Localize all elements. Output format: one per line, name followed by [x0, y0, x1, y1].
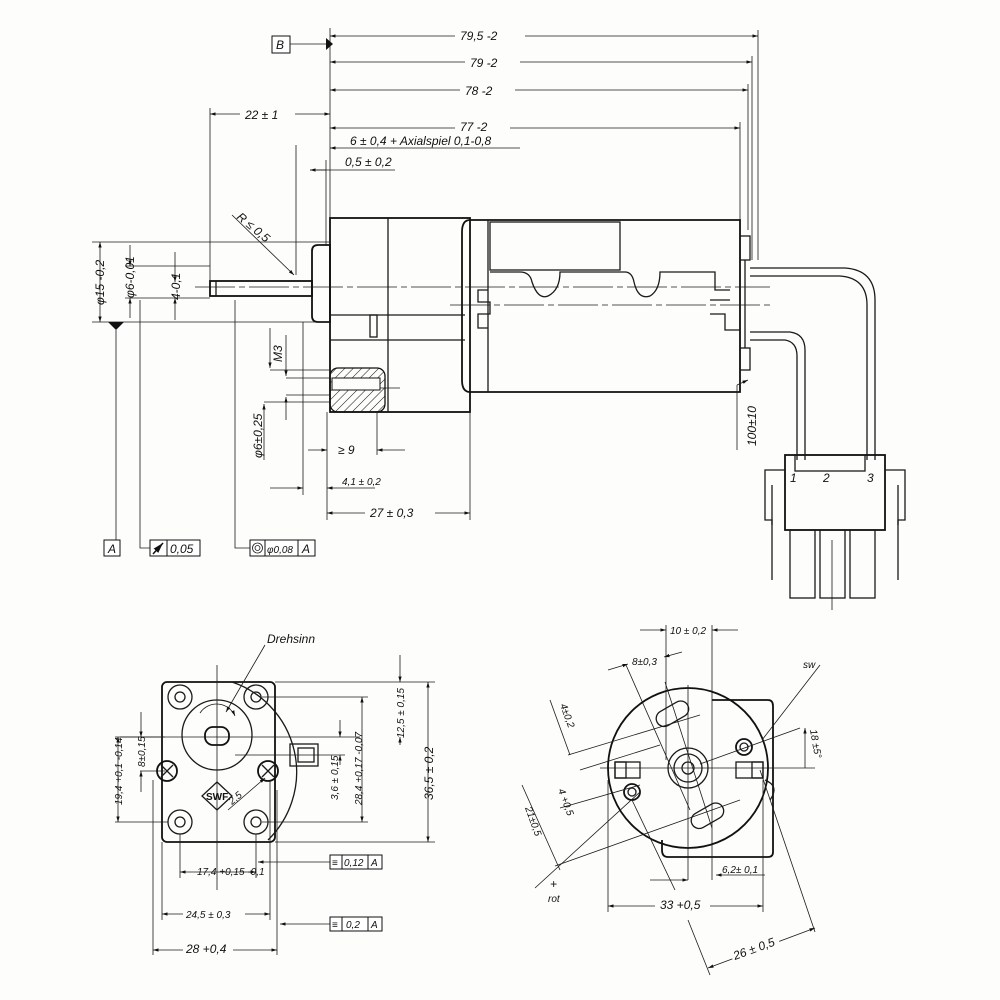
dim-12-5: 12,5 ± 0,15 [396, 688, 407, 738]
symmetry-frame-1: ≡ 0,12 A [329, 854, 383, 870]
pin-1-label: 1 [790, 471, 797, 485]
datum-a-box [103, 539, 121, 557]
svg-text:SWF: SWF [206, 792, 228, 803]
mount-holes [156, 684, 279, 835]
dim-3-6: 3,6 ± 0,15 [330, 755, 341, 800]
pin-2-label: 2 [822, 471, 830, 485]
dim-4-05: 4 +0,5 [555, 787, 575, 818]
shaft-dims: φ15 -0,2 φ6-0,01 4-0,1 [92, 241, 330, 549]
thread-dims: M3 φ6±0,25 ≥ 9 4,1 ± 0,2 27 ± 0,3 [251, 322, 471, 520]
dim-4-1: 4,1 ± 0,2 [342, 477, 381, 488]
dia-6: φ6-0,01 [123, 256, 137, 298]
svg-text:0,12: 0,12 [344, 858, 364, 869]
dim-27: 27 ± 0,3 [369, 506, 414, 520]
datum-b-label: B [276, 38, 284, 52]
runout-value: 0,05 [170, 542, 194, 556]
cable [750, 267, 876, 460]
runout-arrow-icon [152, 542, 164, 555]
dim-6-2: 6,2± 0,1 [722, 865, 758, 876]
svg-text:A: A [370, 858, 378, 869]
angle-18: 18 ±5° [807, 729, 823, 759]
dim-28-4: 28,4 +0,17 -0,07 [354, 731, 365, 806]
symmetry-icon: ≡ [332, 920, 338, 931]
dim-28: 28 +0,4 [185, 942, 227, 956]
datum-b-box [271, 35, 291, 54]
plus-label: + [550, 877, 557, 891]
dia-15: φ15 -0,2 [93, 259, 107, 305]
rotation-arrow-icon [199, 703, 236, 717]
brush-slot [655, 700, 690, 728]
dim-10: 10 ± 0,2 [670, 626, 707, 637]
pin-3-label: 3 [867, 471, 874, 485]
dim-8-015: 8±0,15 [137, 736, 148, 767]
dim-0-5: 0,5 ± 0,2 [345, 155, 392, 169]
symmetry-icon: ≡ [332, 858, 338, 869]
dim-79: 79 -2 [470, 56, 498, 70]
concentricity-datum: A [301, 542, 310, 556]
connector: 1 2 3 [764, 454, 906, 610]
side-view: B 79,5 -2 79 -2 78 -2 77 -2 6 ± 0,4 + Ax… [92, 28, 906, 610]
dim-24-5: 24,5 ± 0,3 [185, 910, 231, 921]
dim-36-5: 36,5 ± 0,2 [422, 746, 436, 800]
dia-6-025: φ6±0,25 [251, 413, 265, 458]
dim-8-03: 8±0,3 [632, 657, 657, 668]
concentricity-frame: φ0,08 A [249, 539, 316, 557]
symmetry-frame-2: ≡ 0,2 A [329, 916, 383, 932]
dim-33: 33 +0,5 [660, 898, 701, 912]
datum-b-triangle [326, 38, 333, 50]
dim-21: 21±0,5 [522, 804, 543, 838]
thread-m3: M3 [271, 345, 285, 362]
front-view: Drehsinn SWF 2,5 36,5 ± 0,2 12,5 ± 0,15 … [114, 632, 436, 956]
dim-axial-play: 6 ± 0,4 + Axialspiel 0,1-0,8 [350, 134, 492, 148]
rear-view: 10 ± 0,2 8±0,3 sw 4±0,2 4 +0,5 21±0,5 18… [521, 625, 823, 976]
dim-100: 100±10 [745, 406, 759, 446]
rotation-direction-label: Drehsinn [267, 632, 315, 646]
svg-text:A: A [370, 920, 378, 931]
dim-79-5: 79,5 -2 [460, 29, 498, 43]
dim-4: 4-0,1 [169, 273, 183, 300]
radius-label: R ≤ 0,5 [234, 210, 273, 246]
dim-17-4: 17,4 +0,15 -0,1 [197, 867, 265, 878]
dim-26: 26 ± 0,5 [730, 935, 777, 963]
datum-a-label: A [107, 542, 116, 556]
dim-78: 78 -2 [465, 84, 493, 98]
brush-slot [690, 802, 725, 830]
sw-label: sw [803, 660, 816, 671]
motor-body [195, 217, 770, 413]
dim-77: 77 -2 [460, 120, 488, 134]
overall-length-dims: 79,5 -2 79 -2 78 -2 77 -2 [330, 28, 759, 260]
runout-frame: 0,05 [149, 539, 201, 557]
concentricity-icon [252, 542, 263, 554]
swf-logo: SWF [201, 781, 233, 811]
concentricity-value: φ0,08 [267, 545, 293, 556]
svg-text:0,2: 0,2 [346, 920, 360, 931]
dim-19-4: 19,4 +0,1 -0,14 [114, 737, 125, 805]
rot-label: rot [548, 894, 561, 905]
dim-22: 22 ± 1 [244, 108, 278, 122]
dim-4-02: 4±0,2 [557, 702, 576, 730]
dim-9: ≥ 9 [338, 443, 355, 457]
